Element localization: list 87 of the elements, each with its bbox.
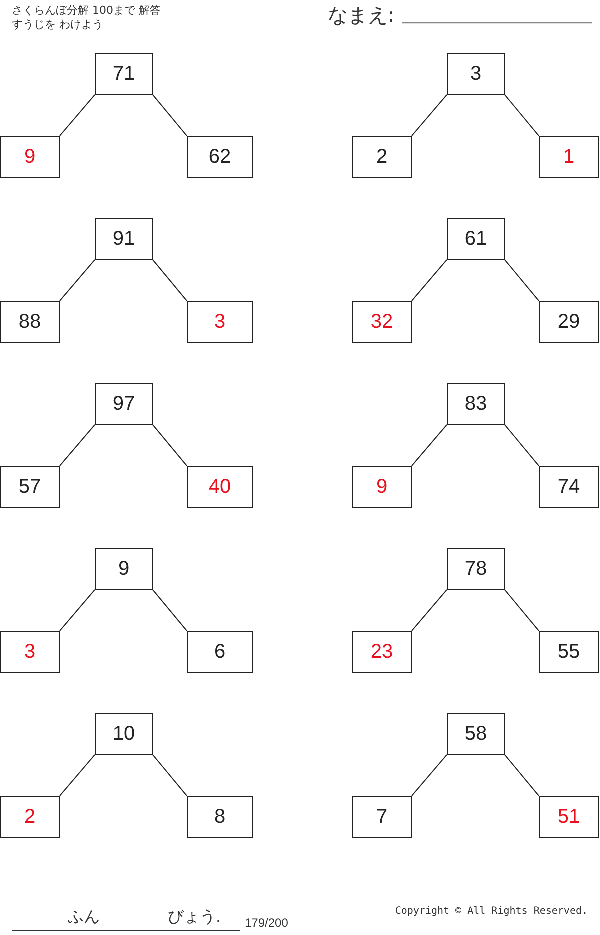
number-box xyxy=(95,218,153,260)
page-number: 179/200 xyxy=(245,916,288,930)
number-text: 7 xyxy=(376,806,388,828)
number-box xyxy=(0,466,60,508)
number-box xyxy=(95,383,153,425)
answer-box xyxy=(0,631,60,673)
connector-line xyxy=(60,260,96,302)
connector-line xyxy=(152,94,188,136)
number-box xyxy=(447,713,505,755)
connector-line xyxy=(152,424,188,466)
worksheet-title: さくらんぼ分解 100まで 解答 xyxy=(12,3,161,18)
number-box xyxy=(447,548,505,590)
number-text: 2 xyxy=(376,146,388,168)
number-text: 10 xyxy=(112,722,136,746)
number-box xyxy=(95,713,153,755)
number-text: 8 xyxy=(214,806,226,828)
answer-box xyxy=(187,466,253,508)
answer-box xyxy=(352,301,412,343)
connector-line xyxy=(412,260,448,302)
number-text: 57 xyxy=(18,476,42,498)
answer-box xyxy=(352,466,412,508)
number-box xyxy=(539,466,599,508)
connector-line xyxy=(60,590,96,632)
number-text: 29 xyxy=(558,310,580,334)
answer-number: 23 xyxy=(370,640,394,664)
connector-line xyxy=(412,424,448,466)
number-text: 62 xyxy=(208,146,232,168)
answer-number: 3 xyxy=(24,640,36,664)
answer-number: 40 xyxy=(208,476,232,498)
number-box xyxy=(447,218,505,260)
number-box xyxy=(352,796,412,838)
connector-line xyxy=(412,754,448,796)
answer-number: 3 xyxy=(214,310,226,334)
number-text: 55 xyxy=(558,640,580,664)
answer-box xyxy=(352,631,412,673)
number-box xyxy=(352,136,412,178)
connector-line xyxy=(504,754,540,796)
number-box xyxy=(95,548,153,590)
number-text: 91 xyxy=(112,228,136,250)
number-box xyxy=(0,301,60,343)
answer-number: 1 xyxy=(563,146,575,168)
answer-box xyxy=(187,301,253,343)
number-box xyxy=(447,383,505,425)
worksheet-subtitle: すうじを わけよう xyxy=(12,17,104,32)
answer-box xyxy=(539,796,599,838)
number-text: 88 xyxy=(18,310,42,334)
number-box xyxy=(539,631,599,673)
number-text: 9 xyxy=(118,558,130,580)
answer-number: 9 xyxy=(376,476,388,498)
answer-box xyxy=(0,136,60,178)
connector-line xyxy=(504,424,540,466)
number-box xyxy=(447,53,505,95)
answer-box xyxy=(539,136,599,178)
number-box xyxy=(95,53,153,95)
connector-line xyxy=(60,754,96,796)
number-box xyxy=(187,136,253,178)
number-text: 83 xyxy=(464,392,488,416)
connector-line xyxy=(412,94,448,136)
number-text: 6 xyxy=(214,640,226,664)
number-text: 61 xyxy=(464,228,488,250)
connector-line xyxy=(60,424,96,466)
connector-line xyxy=(412,590,448,632)
number-box xyxy=(187,631,253,673)
seconds-label: びょう. xyxy=(168,907,222,928)
connector-line xyxy=(504,94,540,136)
connector-line xyxy=(60,94,96,136)
number-box xyxy=(539,301,599,343)
connector-line xyxy=(152,590,188,632)
number-text: 74 xyxy=(558,476,580,498)
connector-line xyxy=(152,754,188,796)
minutes-label: ふん xyxy=(68,907,100,928)
answer-box xyxy=(0,796,60,838)
number-text: 97 xyxy=(112,392,136,416)
answer-number: 2 xyxy=(24,806,36,828)
number-text: 78 xyxy=(464,558,488,580)
copyright-text: Copyright © All Rights Reserved. xyxy=(395,906,588,917)
connector-line xyxy=(504,260,540,302)
connector-line xyxy=(504,590,540,632)
answer-number: 32 xyxy=(370,310,394,334)
name-label: なまえ: xyxy=(328,2,395,29)
number-box xyxy=(187,796,253,838)
number-text: 58 xyxy=(464,722,488,746)
connector-line xyxy=(152,260,188,302)
answer-number: 9 xyxy=(24,146,36,168)
answer-number: 51 xyxy=(558,806,580,828)
number-text: 71 xyxy=(112,62,136,86)
number-text: 3 xyxy=(470,62,482,86)
